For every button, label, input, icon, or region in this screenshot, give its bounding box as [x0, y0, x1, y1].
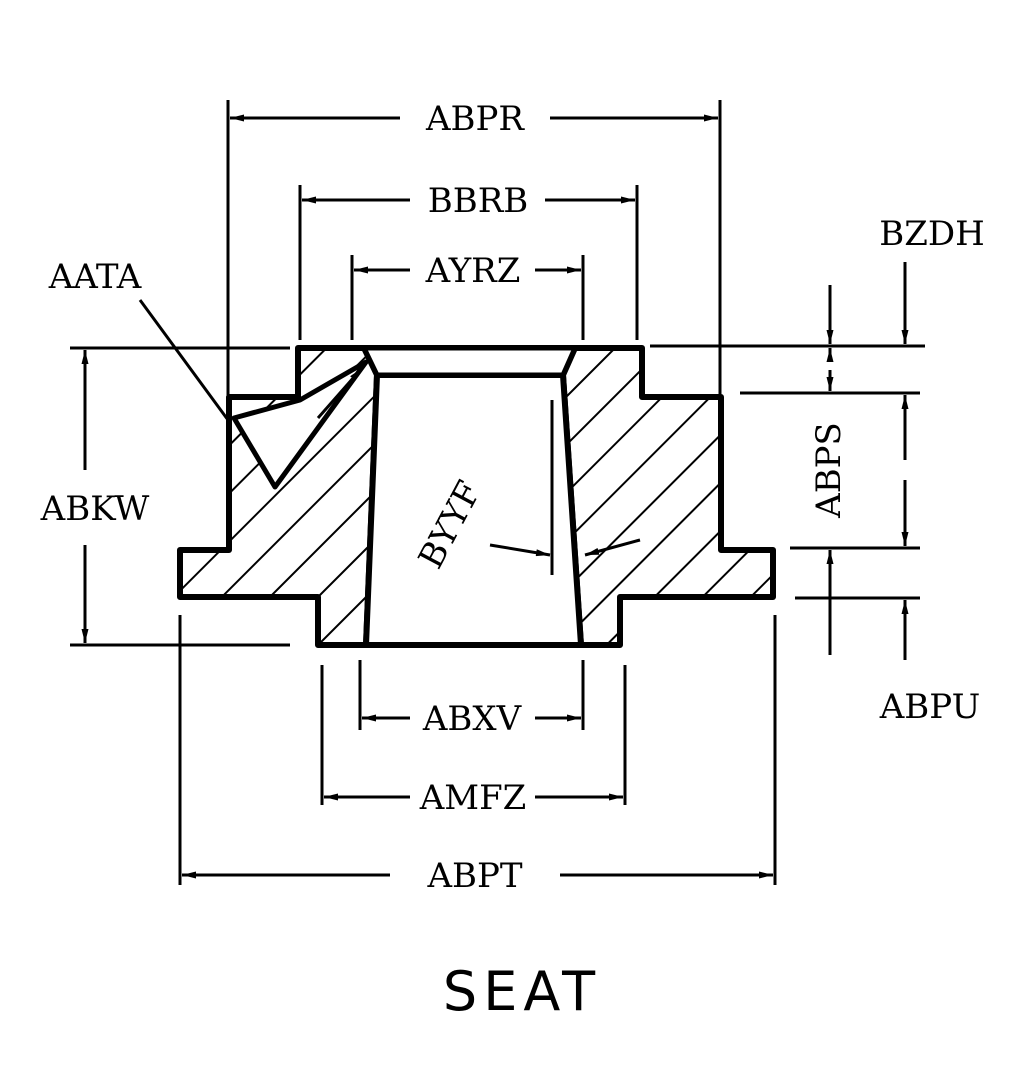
extension-lines	[70, 100, 925, 885]
label-abps: ABPS	[809, 422, 849, 519]
dimension-abpr: ABPR	[230, 99, 718, 139]
seat-cross-section	[177, 345, 776, 648]
label-bzdh: BZDH	[879, 214, 985, 254]
label-abxv: ABXV	[422, 699, 523, 739]
dimension-bbrb: BBRB	[302, 181, 635, 221]
v-groove	[231, 359, 369, 490]
dimension-aata: AATA	[48, 257, 364, 421]
dimension-abpu: ABPU	[826, 550, 980, 727]
dimension-abps: ABPS	[809, 348, 909, 546]
dimension-ayrz: AYRZ	[354, 251, 581, 291]
label-bbrb: BBRB	[428, 181, 529, 221]
label-abpu: ABPU	[879, 687, 980, 727]
label-abpt: ABPT	[426, 856, 522, 896]
diagram-title: SEAT	[443, 960, 601, 1023]
dimension-amfz: AMFZ	[324, 778, 623, 818]
label-ayrz: AYRZ	[425, 251, 521, 291]
label-abpr: ABPR	[425, 99, 525, 139]
dimension-abkw: ABKW	[40, 350, 150, 643]
label-amfz: AMFZ	[419, 778, 527, 818]
label-aata: AATA	[48, 257, 142, 297]
dimension-bzdh: BZDH	[826, 214, 985, 344]
dimension-abpt: ABPT	[182, 856, 773, 896]
label-abkw: ABKW	[40, 489, 150, 529]
dimension-abxv: ABXV	[362, 699, 581, 739]
chamfer	[360, 345, 579, 378]
